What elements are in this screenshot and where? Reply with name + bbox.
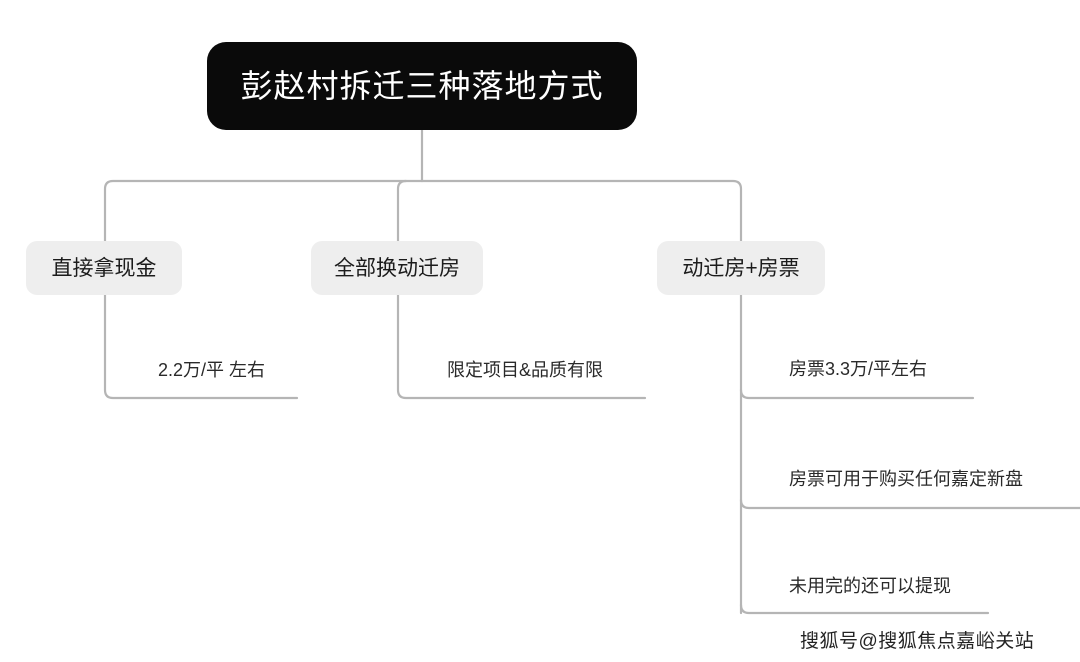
connector-leaf-2-0 [739,388,975,400]
connector-leaf-1-0 [396,293,647,400]
watermark-text: 搜狐号@搜狐焦点嘉峪关站 [800,631,1035,652]
connector-branch-middle [396,179,408,243]
root-node[interactable]: 彭赵村拆迁三种落地方式 [207,42,637,130]
branch-node-label: 直接拿现金 [51,256,157,280]
connector-leaf-0-0 [103,293,299,400]
connector-leaf-2-2 [739,603,990,615]
branch-node-cash[interactable]: 直接拿现金 [26,241,182,295]
connector-branch-right [420,179,743,243]
branch-node-label: 动迁房+房票 [682,256,800,280]
leaf-item: 2.2万/平 左右 [158,360,266,380]
leaf-item: 未用完的还可以提现 [789,576,951,596]
leaf-item: 房票可用于购买任何嘉定新盘 [789,469,1023,489]
leaf-item: 限定项目&品质有限 [447,360,604,380]
leaf-item: 房票3.3万/平左右 [789,359,928,379]
branch-node-relocation-housing[interactable]: 全部换动迁房 [311,241,483,295]
branch-node-housing-plus-voucher[interactable]: 动迁房+房票 [657,241,825,295]
branch-node-label: 全部换动迁房 [334,256,460,280]
connector-leaf-2-1 [739,498,1080,510]
root-node-label: 彭赵村拆迁三种落地方式 [240,68,604,104]
connector-branch-left [103,179,424,243]
